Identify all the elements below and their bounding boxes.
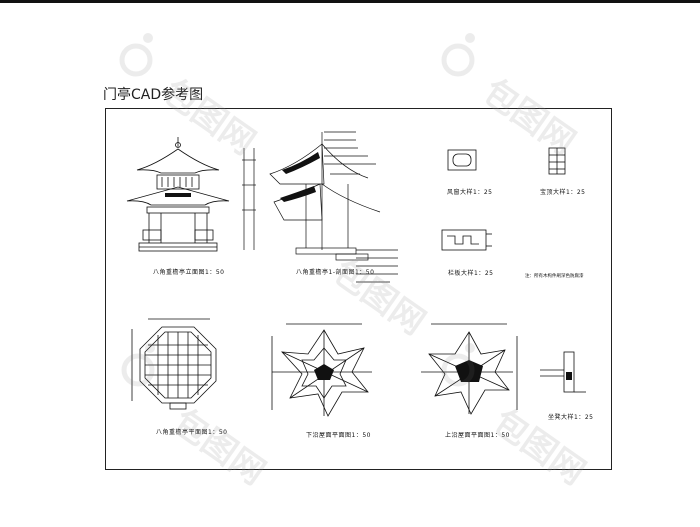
top-border: [0, 0, 700, 3]
seat-detail-drawing: [540, 351, 586, 393]
upper-roof-plan-drawing: [421, 323, 518, 415]
drawing-sheet-frame: [105, 108, 612, 470]
general-note: 注：所有木构件刷深色防腐漆: [525, 274, 584, 279]
railing-detail-drawing: [441, 229, 492, 251]
roof-finial-detail-drawing: [548, 147, 566, 175]
railing-caption: 栏板大样1：25: [448, 270, 494, 277]
pavilion-floor-plan-drawing: [131, 318, 217, 410]
window-caption: 风窗大样1：25: [447, 189, 493, 196]
section-caption: 八角重檐亭1-剖面图1：50: [296, 269, 375, 276]
watermark-logo-icon: [441, 33, 475, 77]
elevation-caption: 八角重檐亭立面图1：50: [153, 269, 225, 276]
watermark-logo-icon: [119, 33, 153, 77]
wind-window-detail-drawing: [447, 149, 477, 171]
lower-roof-plan-drawing: [271, 323, 372, 417]
upper-roof-caption: 上沿屋面平面图1：50: [445, 432, 510, 439]
roof-finial-caption: 宝顶大样1：25: [540, 189, 586, 196]
seat-caption: 坐凳大样1：25: [548, 414, 594, 421]
floor-plan-caption: 八角重檐亭平面图1：50: [156, 429, 228, 436]
lower-roof-caption: 下沿屋面平面图1：50: [306, 432, 371, 439]
page-title: 门亭CAD参考图: [103, 87, 204, 103]
pavilion-elevation-drawing: [126, 137, 230, 252]
pavilion-section-drawing: [242, 131, 398, 283]
